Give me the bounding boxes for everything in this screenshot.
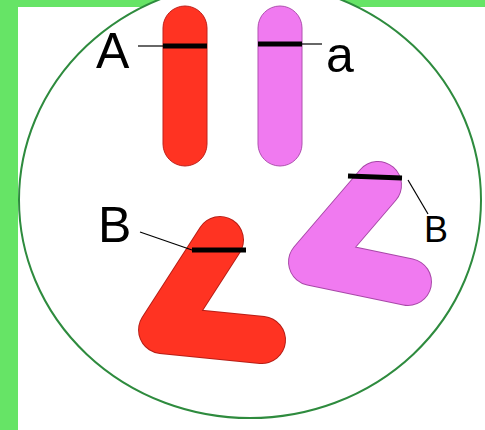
chromosome (162, 240, 262, 340)
allele-label: B (424, 212, 448, 248)
gene-band (348, 176, 402, 178)
chromosome-edge (312, 185, 408, 282)
leader-line (302, 43, 322, 44)
chromosome-edge (162, 240, 262, 340)
leader-line (138, 45, 163, 46)
leader-line (140, 232, 192, 250)
allele-label: a (326, 30, 354, 80)
gene-band (163, 44, 207, 49)
cell-outline (19, 0, 481, 418)
leader-line (408, 180, 428, 214)
chromosome (258, 6, 302, 166)
allele-label: A (96, 26, 129, 76)
chromosome (163, 6, 207, 166)
gene-band (258, 42, 302, 47)
green-strip (0, 0, 18, 430)
allele-label: B (98, 200, 131, 250)
chromosome (312, 185, 408, 282)
gene-band (192, 248, 246, 253)
